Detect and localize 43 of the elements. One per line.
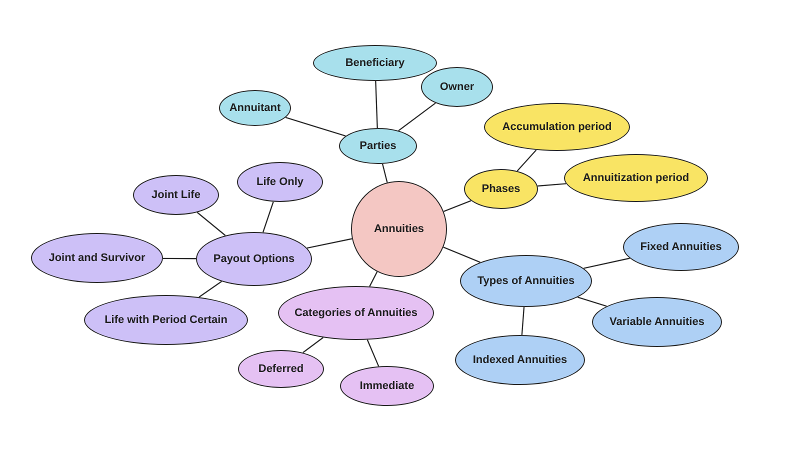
node-label: Deferred [258,362,304,376]
connector-line [521,306,525,336]
connector-line [285,116,346,137]
node-label: Life Only [256,174,304,190]
node-label: Annuitization period [582,170,690,186]
connector-line [538,183,566,187]
topic-ellipse [219,90,291,126]
node-label: Immediate [360,378,414,394]
node-label: Indexed Annuities [472,352,568,368]
node-label: Annuitant [229,100,281,116]
node-label: Fixed Annuities [640,240,722,254]
node-label: Owner [440,80,474,94]
connector-line [162,258,196,260]
connector-line [198,280,222,298]
topic-ellipse [339,128,417,164]
node-label: Categories of Annuities [294,306,418,320]
node-label: Parties [360,138,396,154]
connector-line [369,271,378,287]
connector-line [443,246,480,263]
connector-line [375,80,378,128]
node-label: Phases [482,182,520,196]
connector-line [366,339,380,367]
connector-line [262,202,274,233]
connector-line [196,212,226,236]
topic-ellipse [464,169,538,209]
node-label: Joint Life [152,188,200,202]
connector-line [584,258,630,269]
node-label: Annuities [374,222,424,236]
connector-line [578,296,607,307]
node-label: Beneficiary [345,56,405,70]
node-label: Types of Annuities [477,274,575,288]
connector-line [516,150,537,172]
node-label: Life with Period Certain [104,312,228,328]
node-label: Variable Annuities [610,314,704,330]
node-label: Joint and Survivor [48,250,146,266]
topic-ellipse [421,67,493,107]
connector-line [306,238,352,249]
node-label: Accumulation period [502,120,612,134]
connector-line [382,164,388,183]
connector-line [398,102,436,132]
connector-line [302,337,324,354]
connector-line [443,200,472,212]
node-label: Payout Options [213,252,295,266]
